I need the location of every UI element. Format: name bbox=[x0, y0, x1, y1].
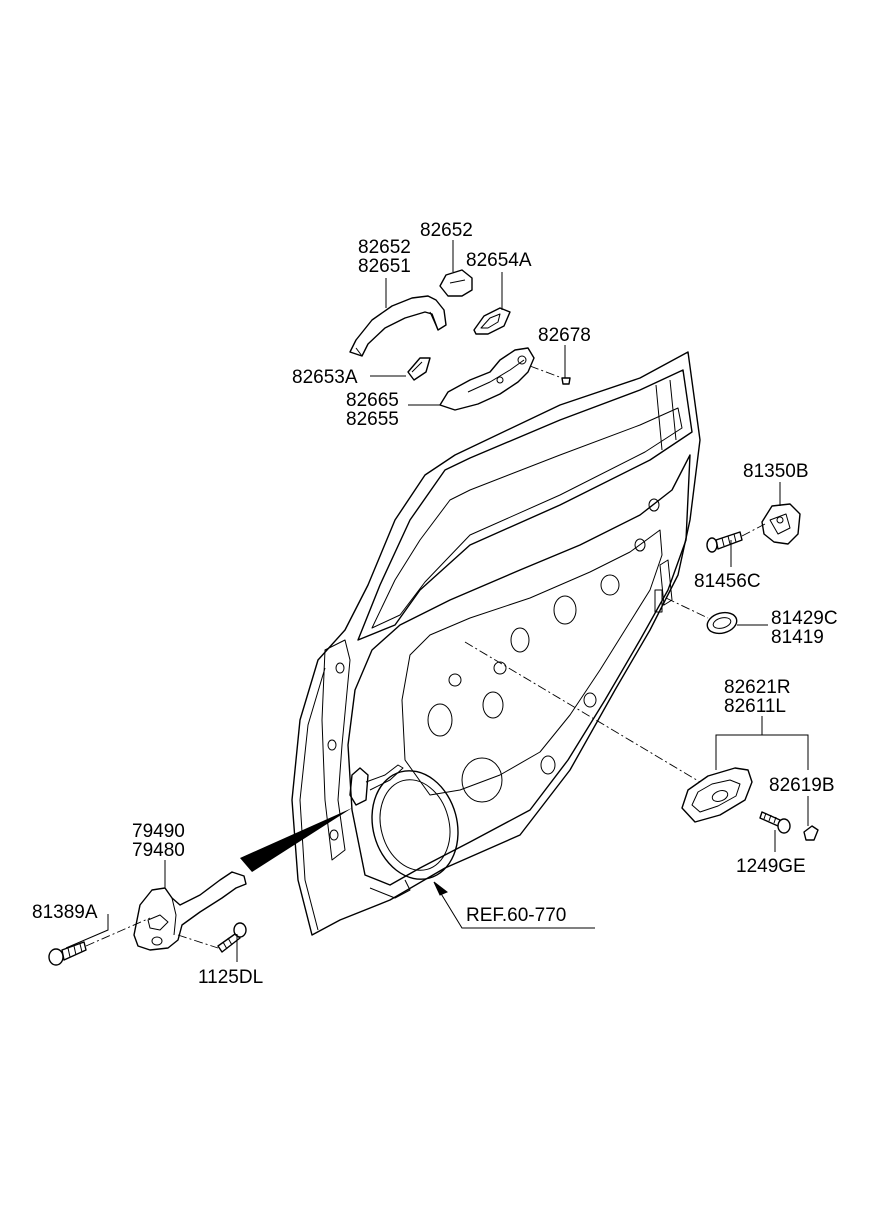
hole-plug bbox=[706, 611, 738, 635]
label-81389a: 81389A bbox=[32, 902, 98, 923]
label-81456c: 81456C bbox=[694, 571, 761, 592]
handle-cover bbox=[803, 825, 819, 841]
label-ref-60-770: REF.60-770 bbox=[466, 905, 566, 926]
part-labels: 82652 82652 82651 82654A 82678 82653A 82… bbox=[32, 220, 838, 988]
outside-handle-group bbox=[349, 269, 571, 411]
door-checker bbox=[133, 871, 247, 951]
handle-end-cap bbox=[439, 269, 473, 297]
striker-bolt bbox=[706, 531, 743, 553]
label-82621r: 82621R bbox=[724, 677, 791, 698]
label-82611l: 82611L bbox=[724, 696, 786, 717]
door-panel bbox=[291, 351, 701, 936]
outside-handle-grip bbox=[349, 295, 447, 357]
label-79480: 79480 bbox=[132, 840, 185, 861]
striker-group bbox=[706, 503, 801, 553]
label-81429c: 81429C bbox=[771, 608, 838, 629]
label-82678: 82678 bbox=[538, 325, 591, 346]
label-81350b: 81350B bbox=[743, 461, 809, 482]
inside-handle-screw bbox=[759, 811, 791, 834]
inside-handle-group bbox=[464, 641, 819, 841]
label-1249ge: 1249GE bbox=[736, 856, 806, 877]
handle-pad bbox=[407, 357, 431, 381]
label-79490: 79490 bbox=[132, 821, 185, 842]
handle-bracket bbox=[439, 347, 535, 411]
label-82619b: 82619B bbox=[769, 775, 835, 796]
label-1125dl: 1125DL bbox=[198, 967, 263, 988]
inside-handle bbox=[681, 767, 753, 823]
checker-pointer-wedge bbox=[240, 808, 352, 872]
label-82653a: 82653A bbox=[292, 367, 358, 388]
door-striker bbox=[761, 503, 801, 545]
label-82652-handle: 82652 bbox=[358, 237, 411, 258]
label-82652-endcap: 82652 bbox=[420, 220, 473, 241]
label-82665: 82665 bbox=[346, 390, 399, 411]
plug-group bbox=[665, 597, 738, 635]
leader-lines bbox=[65, 240, 809, 962]
bracket-screw bbox=[561, 377, 571, 385]
door-checker-group bbox=[48, 808, 352, 966]
label-82651: 82651 bbox=[358, 256, 411, 277]
checker-bolt-1125dl bbox=[217, 922, 247, 953]
checker-bolt-81389a bbox=[48, 941, 87, 966]
label-82655: 82655 bbox=[346, 409, 399, 430]
handle-gasket bbox=[473, 307, 511, 335]
label-82654a: 82654A bbox=[466, 250, 532, 271]
label-81419: 81419 bbox=[771, 627, 824, 648]
